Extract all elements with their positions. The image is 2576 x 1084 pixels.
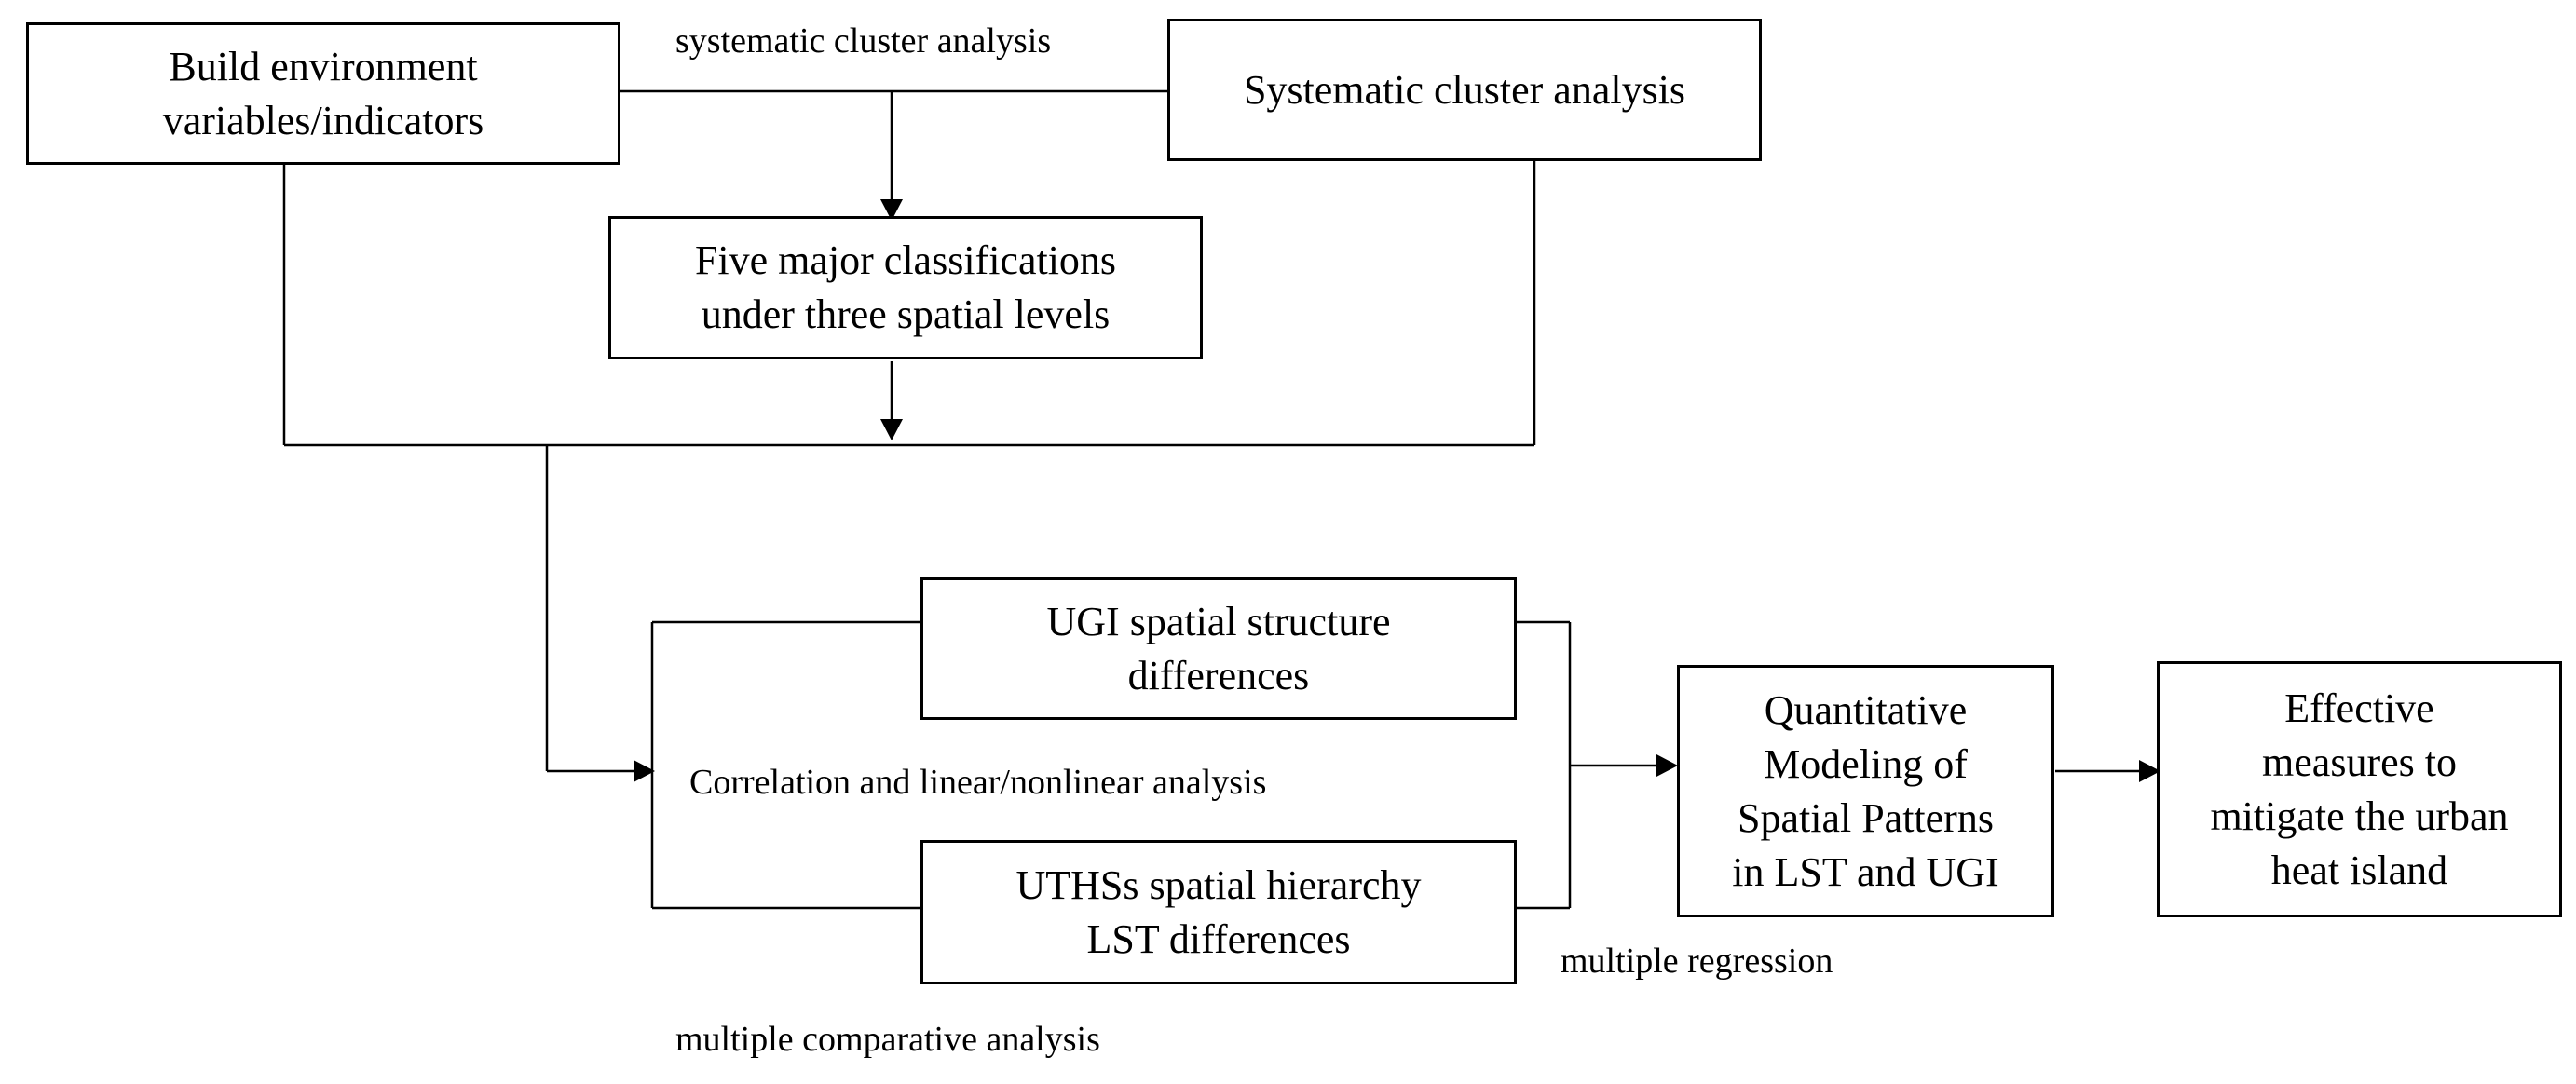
ugi-structure-text: UGI spatial structure differences [1046,598,1391,698]
arrowhead-effective [2139,760,2160,782]
multiple-comparative-label: multiple comparative analysis [675,1020,1100,1059]
uthss-hierarchy-text: UTHSs spatial hierarchy LST differences [1015,861,1422,962]
effective-measures-text: Effective measures to mitigate the urban… [2210,684,2509,893]
correlation-analysis-label: Correlation and linear/nonlinear analysi… [689,763,1267,802]
arrowhead-five-class [880,199,903,221]
arrowhead-five-class-down [880,419,903,440]
systematic-cluster-box: Systematic cluster analysis [1167,19,1762,161]
systematic-cluster-label: systematic cluster analysis [675,21,1052,61]
systematic-cluster-text: Systematic cluster analysis [1243,66,1686,113]
arrowhead-quant [1656,754,1678,777]
build-environment-box: Build environment variables/indicators [26,22,620,165]
five-classifications-text: Five major classifications under three s… [694,237,1117,337]
ugi-structure-box: UGI spatial structure differences [920,577,1517,720]
uthss-hierarchy-box: UTHSs spatial hierarchy LST differences [920,840,1517,984]
multiple-regression-label: multiple regression [1561,942,1833,981]
arrowhead-bracket [634,760,655,782]
quantitative-modeling-text: Quantitative Modeling of Spatial Pattern… [1732,686,1999,895]
quantitative-modeling-box: Quantitative Modeling of Spatial Pattern… [1677,665,2054,917]
effective-measures-box: Effective measures to mitigate the urban… [2157,661,2562,917]
five-classifications-box: Five major classifications under three s… [608,216,1203,359]
build-environment-text: Build environment variables/indicators [162,43,484,143]
